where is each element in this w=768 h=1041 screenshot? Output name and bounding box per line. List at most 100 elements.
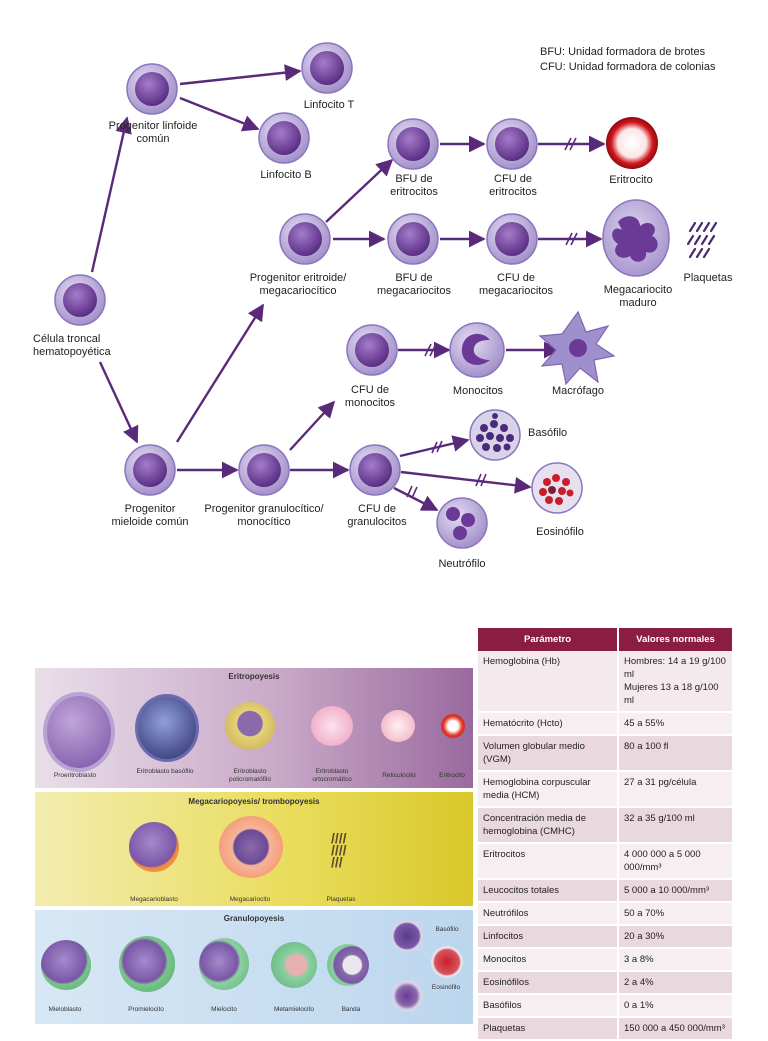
label-line: Macrófago	[552, 385, 604, 397]
table-body: Hemoglobina (Hb)Hombres: 14 a 19 g/100 m…	[478, 651, 734, 1041]
label-line: eritrocitos	[390, 186, 438, 198]
label-line: CFU de	[351, 384, 389, 396]
label-line: CFU de	[494, 173, 532, 185]
table-row: Concentración media de hemoglobina (CMHC…	[478, 807, 734, 844]
promyelocyte-icon	[119, 936, 175, 992]
label-line: Linfocito T	[304, 99, 355, 111]
erythro-cap-2: Eritroblasto policromatófilo	[229, 768, 271, 783]
table-row: Hemoglobina (Hb)Hombres: 14 a 19 g/100 m…	[478, 651, 734, 713]
cell-valor: 50 a 70%	[618, 902, 734, 926]
platelets-small-icon: ///////////	[331, 830, 347, 870]
cell-lymphoid	[126, 63, 178, 115]
cell-valor: 80 a 100 fl	[618, 735, 734, 772]
mega-cap-2: Plaquetas	[326, 896, 356, 903]
cell-neutrophil	[436, 497, 488, 549]
label-line: Progenitor eritroide/	[250, 272, 348, 284]
label-lymph-b: Linfocito B	[260, 169, 311, 181]
cell-lymph-b	[258, 112, 310, 164]
label-line: maduro	[619, 297, 656, 309]
hematopoiesis-diagram: BFU: Unidad formadora de brotes CFU: Uni…	[33, 42, 733, 570]
mega-cap-0: Megacarioblasto	[130, 896, 178, 903]
arrow-stem-lymphoid	[90, 116, 132, 273]
label-line: Eritrocito	[609, 174, 652, 186]
basophilic-erythroblast-icon	[135, 694, 199, 762]
mega-cap-1: Megacariocito	[229, 896, 271, 903]
cell-parametro: Eosinófilos	[478, 971, 619, 995]
small-neutrophil-icon	[391, 980, 423, 1012]
metamyelocyte-icon	[271, 942, 317, 988]
cell-bfu-e	[387, 118, 439, 170]
header-parametro: Parámetro	[478, 628, 619, 651]
myelocyte-icon	[199, 938, 249, 990]
proerythroblast-icon	[43, 692, 115, 772]
label-line: Célula troncal	[33, 333, 100, 345]
cell-cfu-g	[349, 444, 401, 496]
label-line: eritrocitos	[489, 186, 537, 198]
cell-parametro: Concentración media de hemoglobina (CMHC…	[478, 807, 619, 844]
cell-parametro: Volumen globular medio (VGM)	[478, 735, 619, 772]
cell-parametro: Neutrófilos	[478, 902, 619, 926]
label-line: granulocitos	[347, 516, 407, 528]
label-line: BFU de	[395, 272, 432, 284]
table-row: Volumen globular medio (VGM)80 a 100 fl	[478, 735, 734, 772]
arrow-cfug-eosinofilo	[400, 470, 532, 494]
legend-bfu: BFU: Unidad formadora de brotes	[540, 46, 706, 58]
cell-valor: 45 a 55%	[618, 712, 734, 736]
label-line: megacariocitos	[377, 285, 451, 297]
label-granmono: Progenitor granulocítico/monocítico	[204, 503, 324, 528]
cell-megakaryocyte	[602, 199, 670, 277]
cell-parametro: Hemoglobina corpuscular media (HCM)	[478, 771, 619, 808]
granulo-side-1: Eosinófilo	[431, 984, 461, 991]
erythropoiesis-title: Eritropoyesis	[228, 672, 280, 681]
cell-valor: 3 a 8%	[618, 948, 734, 972]
arrow-lymphoid-b	[179, 96, 260, 132]
platelets-icon	[686, 221, 718, 259]
normal-values-table: Parámetro Valores normales Hemoglobina (…	[478, 628, 734, 1041]
megakaryopoiesis-title: Megacariopoyesis/ trombopoyesis	[188, 797, 320, 806]
header-valores: Valores normales	[618, 628, 734, 651]
label-basofilo: Basófilo	[528, 427, 567, 439]
arrow-cfug-neutrofilo	[393, 486, 439, 512]
erythro-cap-3: Eritroblasto ortocromático	[312, 768, 352, 783]
erythrocyte-icon	[441, 714, 465, 738]
label-line: Monocitos	[453, 385, 504, 397]
label-line: Neutrófilo	[438, 558, 485, 570]
erythro-cap-0: Proeritroblasto	[53, 772, 97, 779]
cell-lymph-t	[301, 42, 353, 94]
cell-parametro: Hematócrito (Hcto)	[478, 712, 619, 736]
cell-eosinophil	[531, 462, 583, 514]
granulo-side-0: Basófilo	[435, 926, 459, 933]
slash-marks	[406, 137, 578, 499]
granulo-cap-3: Metamielocito	[273, 1006, 315, 1013]
legend: BFU: Unidad formadora de brotes CFU: Uni…	[540, 46, 716, 73]
cell-valor: 4 000 000 a 5 000 000/mm³	[618, 843, 734, 880]
small-eosinophil-icon	[431, 946, 463, 978]
granulo-cap-1: Promielocito	[128, 1006, 164, 1013]
arrow-lymphoid-t	[179, 64, 302, 86]
label-eritrocito: Eritrocito	[609, 174, 652, 186]
granulopoiesis-title: Granulopoyesis	[223, 914, 285, 923]
table-header-row: Parámetro Valores normales	[478, 628, 734, 651]
arrows	[90, 64, 606, 512]
orthochromatic-erythroblast-icon	[311, 706, 353, 746]
cell-valor: 32 a 35 g/100 ml	[618, 807, 734, 844]
cell-basophil	[469, 409, 521, 461]
cell-parametro: Basófilos	[478, 994, 619, 1018]
label-line: BFU de	[395, 173, 432, 185]
label-neutrofilo: Neutrófilo	[438, 558, 485, 570]
granulopoiesis-band: Granulopoyesis Basófilo Eosinófilo Mielo…	[35, 910, 473, 1024]
cell-macrophage	[538, 310, 616, 386]
erythropoiesis-band: Eritropoyesis Proeritroblasto Eritroblas…	[35, 668, 473, 788]
